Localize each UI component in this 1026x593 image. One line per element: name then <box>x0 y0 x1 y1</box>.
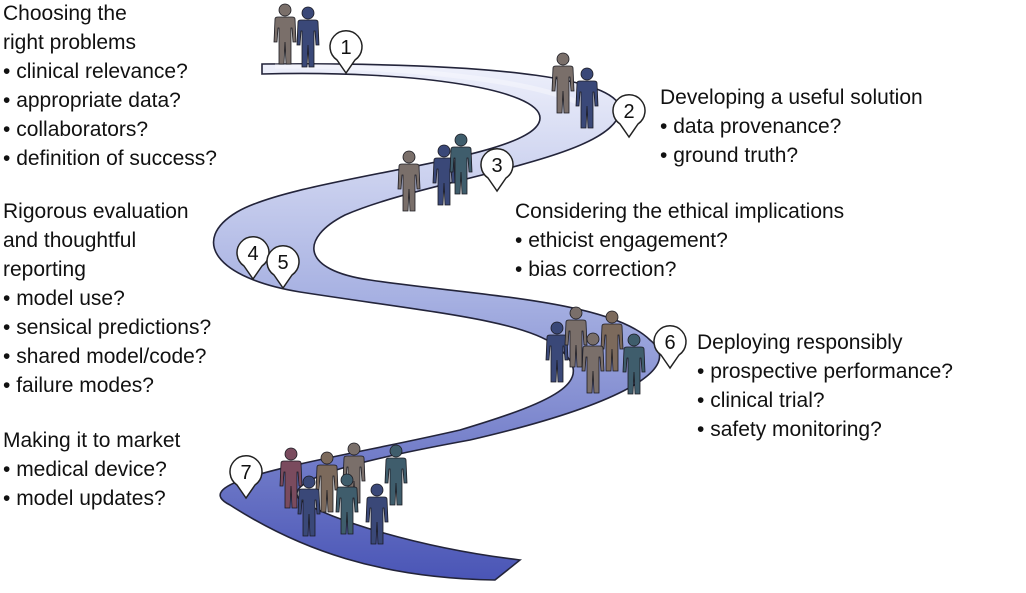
stage-4-heading-line-1: Rigorous evaluation <box>3 200 189 223</box>
stage-7-marker: 7 <box>229 455 263 500</box>
location-pin-icon <box>480 148 514 193</box>
stage-number: 2 <box>623 101 634 123</box>
list-item: prospective performance? <box>697 357 953 386</box>
list-item: ground truth? <box>660 141 923 170</box>
location-pin-icon <box>329 30 363 75</box>
stage-number: 6 <box>664 332 675 354</box>
list-item: shared model/code? <box>3 342 211 371</box>
location-pin-icon <box>266 245 300 290</box>
stage-2-marker: 2 <box>612 94 646 139</box>
stage-number: 4 <box>247 243 258 265</box>
person-icon <box>545 321 569 383</box>
list-item: medical device? <box>3 455 180 484</box>
stage-4-heading-line-2: and thoughtful <box>3 229 137 252</box>
stage-3-text: Considering the ethical implications eth… <box>515 197 844 284</box>
stage-6-text: Deploying responsibly prospective perfor… <box>697 328 953 444</box>
list-item: failure modes? <box>3 371 211 400</box>
stage-number: 5 <box>277 252 288 274</box>
stage-number: 7 <box>240 462 251 484</box>
winding-road <box>212 63 661 581</box>
stage-4-text: Rigorous evaluation and thoughtful repor… <box>3 197 211 400</box>
stage-number: 1 <box>340 37 351 59</box>
stage-5-marker: 5 <box>266 245 300 290</box>
location-pin-icon <box>653 325 687 370</box>
person-icon <box>564 306 588 368</box>
stage-3-list: ethicist engagement? bias correction? <box>515 226 844 284</box>
stage-1-list: clinical relevance? appropriate data? co… <box>3 57 217 173</box>
location-pin-icon <box>612 94 646 139</box>
person-icon <box>397 150 421 212</box>
people-group <box>273 3 646 545</box>
person-icon <box>600 310 624 372</box>
stage-6-marker: 6 <box>653 325 687 370</box>
person-icon <box>297 475 321 537</box>
person-icon <box>296 6 320 68</box>
stage-6-heading: Deploying responsibly <box>697 331 903 354</box>
list-item: definition of success? <box>3 144 217 173</box>
stage-7-heading: Making it to market <box>3 429 181 452</box>
list-item: ethicist engagement? <box>515 226 844 255</box>
person-icon <box>551 52 575 114</box>
list-item: data provenance? <box>660 112 923 141</box>
person-icon <box>581 332 605 394</box>
person-icon <box>384 444 408 506</box>
location-pin-icon <box>229 455 263 500</box>
person-icon <box>622 333 646 395</box>
person-icon <box>335 473 359 535</box>
person-icon <box>273 3 297 65</box>
stage-6-list: prospective performance? clinical trial?… <box>697 357 953 444</box>
list-item: sensical predictions? <box>3 313 211 342</box>
person-icon <box>575 67 599 129</box>
stage-3-marker: 3 <box>480 148 514 193</box>
stage-1-heading-line-1: Choosing the <box>3 2 127 25</box>
stage-7-list: medical device? model updates? <box>3 455 180 513</box>
stage-2-list: data provenance? ground truth? <box>660 112 923 170</box>
list-item: safety monitoring? <box>697 415 953 444</box>
person-icon <box>449 133 473 195</box>
person-icon <box>365 483 389 545</box>
stage-7-text: Making it to market medical device? mode… <box>3 426 180 513</box>
stage-4-list: model use? sensical predictions? shared … <box>3 284 211 400</box>
stage-number: 3 <box>491 155 502 177</box>
stage-3-heading: Considering the ethical implications <box>515 200 845 223</box>
list-item: clinical relevance? <box>3 57 217 86</box>
list-item: collaborators? <box>3 115 217 144</box>
person-icon <box>315 451 339 513</box>
person-icon <box>279 447 303 509</box>
stage-4-heading-line-3: reporting <box>3 258 86 281</box>
stage-2-text: Developing a useful solution data proven… <box>660 83 923 170</box>
list-item: model updates? <box>3 484 180 513</box>
list-item: clinical trial? <box>697 386 953 415</box>
person-icon <box>432 144 456 206</box>
list-item: appropriate data? <box>3 86 217 115</box>
stage-1-text: Choosing the right problems clinical rel… <box>3 0 217 173</box>
stage-2-heading: Developing a useful solution <box>660 86 923 109</box>
stage-1-marker: 1 <box>329 30 363 75</box>
list-item: model use? <box>3 284 211 313</box>
list-item: bias correction? <box>515 255 844 284</box>
road-highlight <box>274 63 592 112</box>
stage-1-heading-line-2: right problems <box>3 31 137 54</box>
